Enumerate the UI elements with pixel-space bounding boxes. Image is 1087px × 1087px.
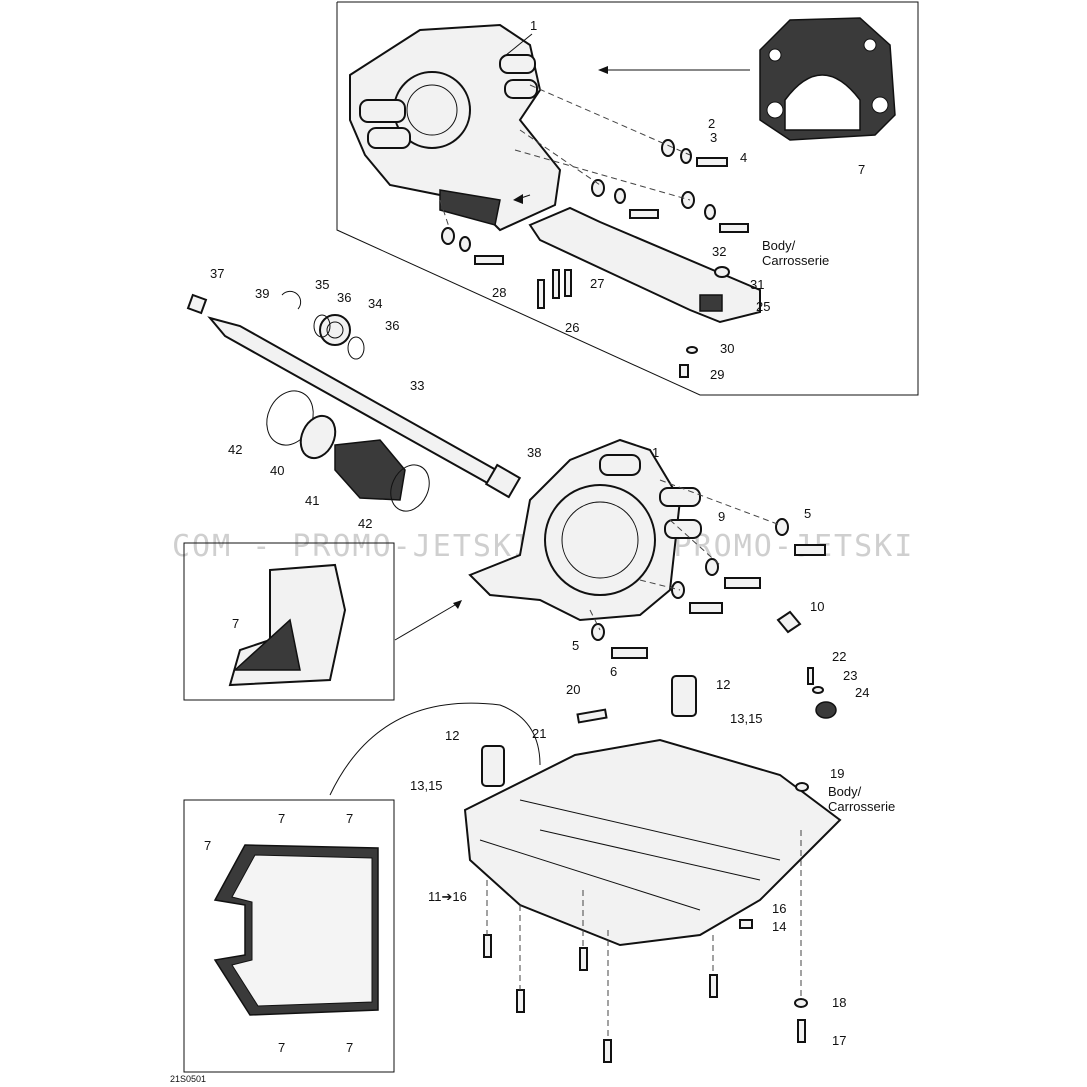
- top-inset-frame: [336, 1, 919, 396]
- callout-39: 39: [255, 286, 269, 301]
- ride-plate-bolts: [483, 919, 808, 1063]
- callout-9: 9: [718, 509, 725, 524]
- callout-12b: 12: [445, 728, 459, 743]
- callout-42b: 42: [358, 516, 372, 531]
- ride-plate-support: [528, 206, 761, 324]
- callout-7b: 7: [232, 616, 239, 631]
- inset-ride-plate-top: [213, 844, 379, 1016]
- inset-housing-side: [228, 563, 347, 687]
- callout-10: 10: [810, 599, 824, 614]
- top-fasteners: [441, 139, 749, 265]
- callout-5b: 5: [572, 638, 579, 653]
- callout-24: 24: [855, 685, 869, 700]
- callout-7g: 7: [346, 1040, 353, 1055]
- callout-1b: 1: [652, 445, 659, 460]
- callout-7d: 7: [346, 811, 353, 826]
- callout-36a: 36: [337, 290, 351, 305]
- drive-shaft: [186, 290, 522, 499]
- callout-22: 22: [832, 649, 846, 664]
- callout-18: 18: [832, 995, 846, 1010]
- callout-16: 16: [772, 901, 786, 916]
- callout-11-16: 11➔16: [428, 889, 467, 904]
- body-note-2-line1: Body/: [828, 784, 862, 799]
- callouts-top: 1 2 3 4 7 32 Body/ Carrosserie 31 25 27 …: [492, 18, 865, 382]
- housing-rear-view: [759, 17, 896, 141]
- callout-31: 31: [750, 277, 764, 292]
- part-20-key: [576, 708, 608, 724]
- screws-26-27: [537, 269, 572, 309]
- body-note-line1: Body/: [762, 238, 796, 253]
- callout-1a: 1: [530, 18, 537, 33]
- callout-29: 29: [710, 367, 724, 382]
- left-mid-inset-frame: [183, 542, 395, 701]
- part-32-grommet: [714, 266, 730, 278]
- drawing-reference-code: 21S0501: [170, 1074, 206, 1084]
- callout-40: 40: [270, 463, 284, 478]
- callout-13-15b: 13,15: [410, 778, 443, 793]
- callout-42a: 42: [228, 442, 242, 457]
- jet-pump-housing-top: [349, 23, 562, 232]
- callout-26: 26: [565, 320, 579, 335]
- callout-6: 6: [610, 664, 617, 679]
- callout-35: 35: [315, 277, 329, 292]
- parts-22-24: [807, 667, 837, 719]
- body-note-line2: Carrosserie: [762, 253, 829, 268]
- callout-37: 37: [210, 266, 224, 281]
- callout-17: 17: [832, 1033, 846, 1048]
- arc-arrow: [329, 702, 541, 796]
- callout-14: 14: [772, 919, 786, 934]
- callout-30: 30: [720, 341, 734, 356]
- part-29-screw: [679, 364, 689, 378]
- assembly-lines-middle: [589, 479, 781, 631]
- callout-3: 3: [710, 130, 717, 145]
- callout-19: 19: [830, 766, 844, 781]
- callout-28: 28: [492, 285, 506, 300]
- ride-plate: [463, 738, 842, 947]
- assembly-lines-bottom: [486, 830, 802, 1040]
- fitting-12b: [481, 745, 505, 787]
- callout-20: 20: [566, 682, 580, 697]
- callout-21: 21: [532, 726, 546, 741]
- callout-25: 25: [756, 299, 770, 314]
- boot-and-clamps: [266, 390, 430, 512]
- callout-34: 34: [368, 296, 382, 311]
- callout-7e: 7: [204, 838, 211, 853]
- callout-27: 27: [590, 276, 604, 291]
- callout-7a: 7: [858, 162, 865, 177]
- callout-4: 4: [740, 150, 747, 165]
- middle-fasteners: [591, 518, 826, 659]
- callout-32: 32: [712, 244, 726, 259]
- callouts-middle: 1 9 5 10 5 6: [572, 445, 824, 679]
- part-19-grommet: [795, 782, 809, 792]
- callouts-bottom: 22 23 24 12 13,15 20 21 12 13,15 19 Body…: [410, 649, 895, 1048]
- jet-pump-housing-middle: [468, 438, 702, 622]
- callout-12a: 12: [716, 677, 730, 692]
- callout-13-15a: 13,15: [730, 711, 763, 726]
- callout-38: 38: [527, 445, 541, 460]
- callout-2: 2: [708, 116, 715, 131]
- bottom-left-inset-frame: [183, 799, 395, 1073]
- callout-7f: 7: [278, 1040, 285, 1055]
- callout-7c: 7: [278, 811, 285, 826]
- callout-36b: 36: [385, 318, 399, 333]
- callouts-inset-bottom: 7 7 7 7 7: [204, 811, 353, 1055]
- callouts-shaft: 37 39 35 36 34 36 33 42 40 41 42 38: [210, 266, 541, 531]
- body-note-2-line2: Carrosserie: [828, 799, 895, 814]
- part-30-washer: [686, 346, 698, 354]
- callout-41: 41: [305, 493, 319, 508]
- callout-33: 33: [410, 378, 424, 393]
- fitting-12a: [671, 675, 697, 717]
- callout-23: 23: [843, 668, 857, 683]
- callout-5a: 5: [804, 506, 811, 521]
